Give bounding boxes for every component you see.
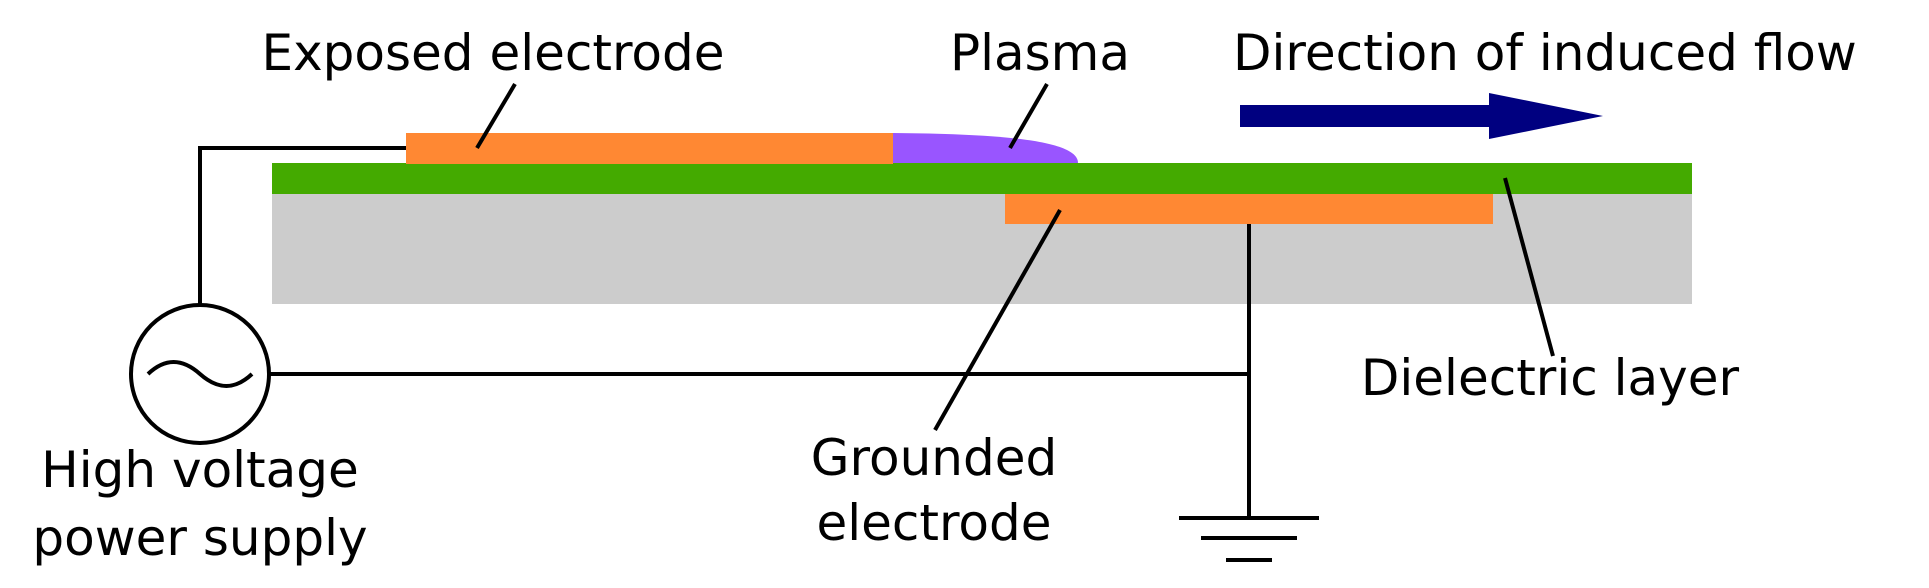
grounded-electrode-label-line2: electrode [816, 494, 1051, 552]
ac-source-icon [129, 303, 271, 445]
grounded-electrode-label-line1: Grounded [811, 429, 1057, 487]
dielectric-layer-label: Dielectric layer [1361, 349, 1740, 407]
plasma-region [893, 133, 1078, 163]
wiring [198, 146, 1251, 518]
exposed-electrode-label: Exposed electrode [261, 24, 724, 82]
grounded-electrode [1005, 194, 1493, 224]
power-supply-label-line1: High voltage [41, 441, 359, 499]
plasma-leader [1008, 82, 1049, 150]
flow-direction-label: Direction of induced flow [1233, 24, 1857, 82]
power-supply-label-line2: power supply [32, 509, 367, 567]
ground-symbol-icon [1179, 516, 1319, 562]
leader-lines [475, 82, 1555, 431]
flow-arrow-icon [1240, 93, 1603, 139]
plasma-label: Plasma [950, 24, 1130, 82]
hv-wire [198, 146, 406, 305]
grounded-electrode-leader [933, 209, 1062, 431]
exposed-electrode-leader [475, 82, 517, 150]
dielectric-layer-leader [1503, 177, 1555, 357]
exposed-electrode [406, 133, 893, 164]
dielectric-layer [272, 163, 1692, 194]
